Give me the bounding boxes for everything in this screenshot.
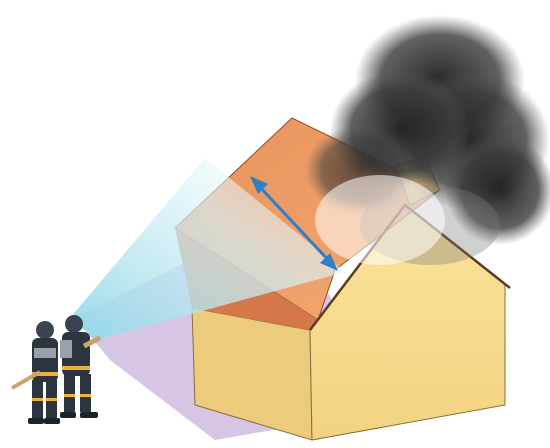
firefighter-figure [12, 321, 60, 424]
smoke-cloud [305, 15, 550, 265]
